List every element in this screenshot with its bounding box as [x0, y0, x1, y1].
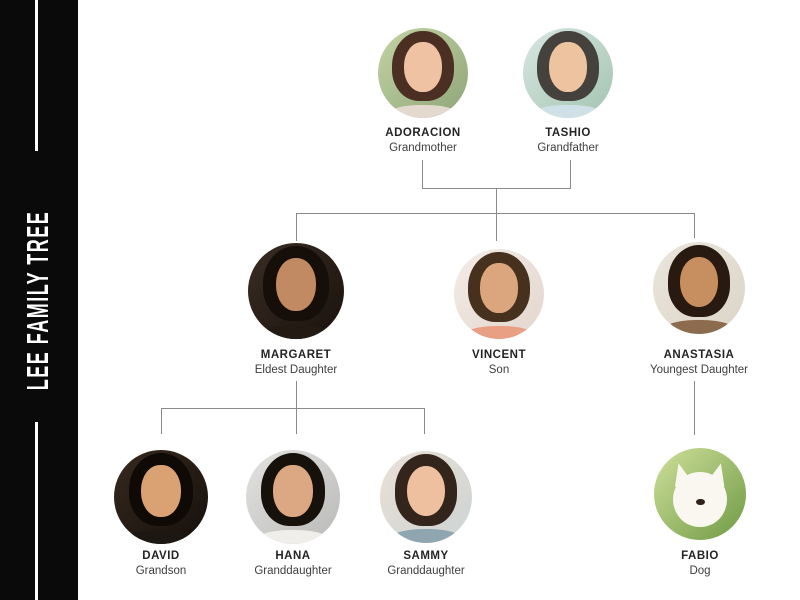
- face-shape: [549, 42, 587, 92]
- sidebar-accent-line-top: [35, 0, 38, 151]
- member-name: ADORACION: [385, 127, 461, 139]
- shoulders-shape: [528, 104, 608, 118]
- member-name: VINCENT: [472, 349, 526, 361]
- member-label: TASHIO Grandfather: [478, 127, 658, 154]
- sidebar-title-wrap: LEE FAMILY TREE: [0, 0, 78, 600]
- shoulders-shape: [385, 529, 467, 543]
- member-name: MARGARET: [260, 349, 332, 361]
- member-name: SAMMY: [403, 550, 449, 562]
- member-role: Granddaughter: [254, 565, 332, 577]
- face-shape: [679, 256, 719, 308]
- face-shape: [480, 263, 518, 313]
- portrait-photo-margaret: [248, 243, 344, 339]
- member-role: Grandfather: [537, 142, 599, 154]
- face-shape: [404, 42, 442, 92]
- connector-grandchildren-spread: [161, 408, 425, 409]
- member-role: Granddaughter: [387, 565, 465, 577]
- shoulders-shape: [459, 325, 539, 339]
- portrait-photo-anastasia: [653, 242, 745, 334]
- portrait-photo-david: [114, 450, 208, 544]
- connector-margaret-drop: [296, 213, 297, 241]
- connector-adoracion-drop: [422, 160, 423, 188]
- sidebar: LEE FAMILY TREE: [0, 0, 78, 600]
- connector-david-drop: [161, 408, 162, 434]
- connector-tashio-drop: [570, 160, 571, 188]
- dog-snout-shape: [696, 498, 705, 506]
- shoulders-shape: [253, 324, 339, 339]
- face-shape: [273, 465, 313, 517]
- portrait-photo-hana: [246, 450, 340, 544]
- portrait-photo-vincent: [454, 249, 544, 339]
- member-role: Son: [488, 364, 510, 376]
- face-shape: [406, 465, 446, 517]
- sidebar-accent-line-bottom: [35, 422, 38, 600]
- shoulders-shape: [119, 529, 203, 544]
- page-title: LEE FAMILY TREE: [21, 210, 56, 390]
- member-role: Eldest Daughter: [254, 364, 338, 376]
- connector-margaret-stem: [296, 381, 297, 434]
- portrait-photo-tashio: [523, 28, 613, 118]
- face-shape: [275, 258, 317, 312]
- member-role: Grandson: [135, 565, 187, 577]
- face-shape: [141, 465, 181, 517]
- portrait-photo-adoracion: [378, 28, 468, 118]
- shoulders-shape: [383, 104, 463, 118]
- member-label: DAVID Grandson: [71, 550, 251, 577]
- member-name: FABIO: [681, 550, 719, 562]
- connector-children-spread: [296, 213, 695, 214]
- connector-anastasia-drop: [694, 213, 695, 238]
- member-label: ADORACION Grandmother: [333, 127, 513, 154]
- member-label: MARGARET Eldest Daughter: [206, 349, 386, 376]
- connector-anastasia-fabio: [694, 381, 695, 435]
- member-label: VINCENT Son: [409, 349, 589, 376]
- member-label: ANASTASIA Youngest Daughter: [609, 349, 789, 376]
- member-label: FABIO Dog: [610, 550, 790, 577]
- shoulders-shape: [658, 320, 740, 334]
- portrait-photo-fabio: [654, 448, 746, 540]
- member-role: Youngest Daughter: [649, 364, 749, 376]
- member-role: Dog: [689, 565, 711, 577]
- shoulders-shape: [251, 529, 335, 544]
- member-name: HANA: [275, 550, 311, 562]
- connector-sammy-drop: [424, 408, 425, 434]
- member-label: HANA Granddaughter: [203, 550, 383, 577]
- member-name: DAVID: [142, 550, 180, 562]
- connector-center-stem: [496, 188, 497, 241]
- member-name: TASHIO: [545, 127, 591, 139]
- member-name: ANASTASIA: [663, 349, 735, 361]
- portrait-photo-sammy: [380, 451, 472, 543]
- member-role: Grandmother: [389, 142, 457, 154]
- member-label: SAMMY Granddaughter: [336, 550, 516, 577]
